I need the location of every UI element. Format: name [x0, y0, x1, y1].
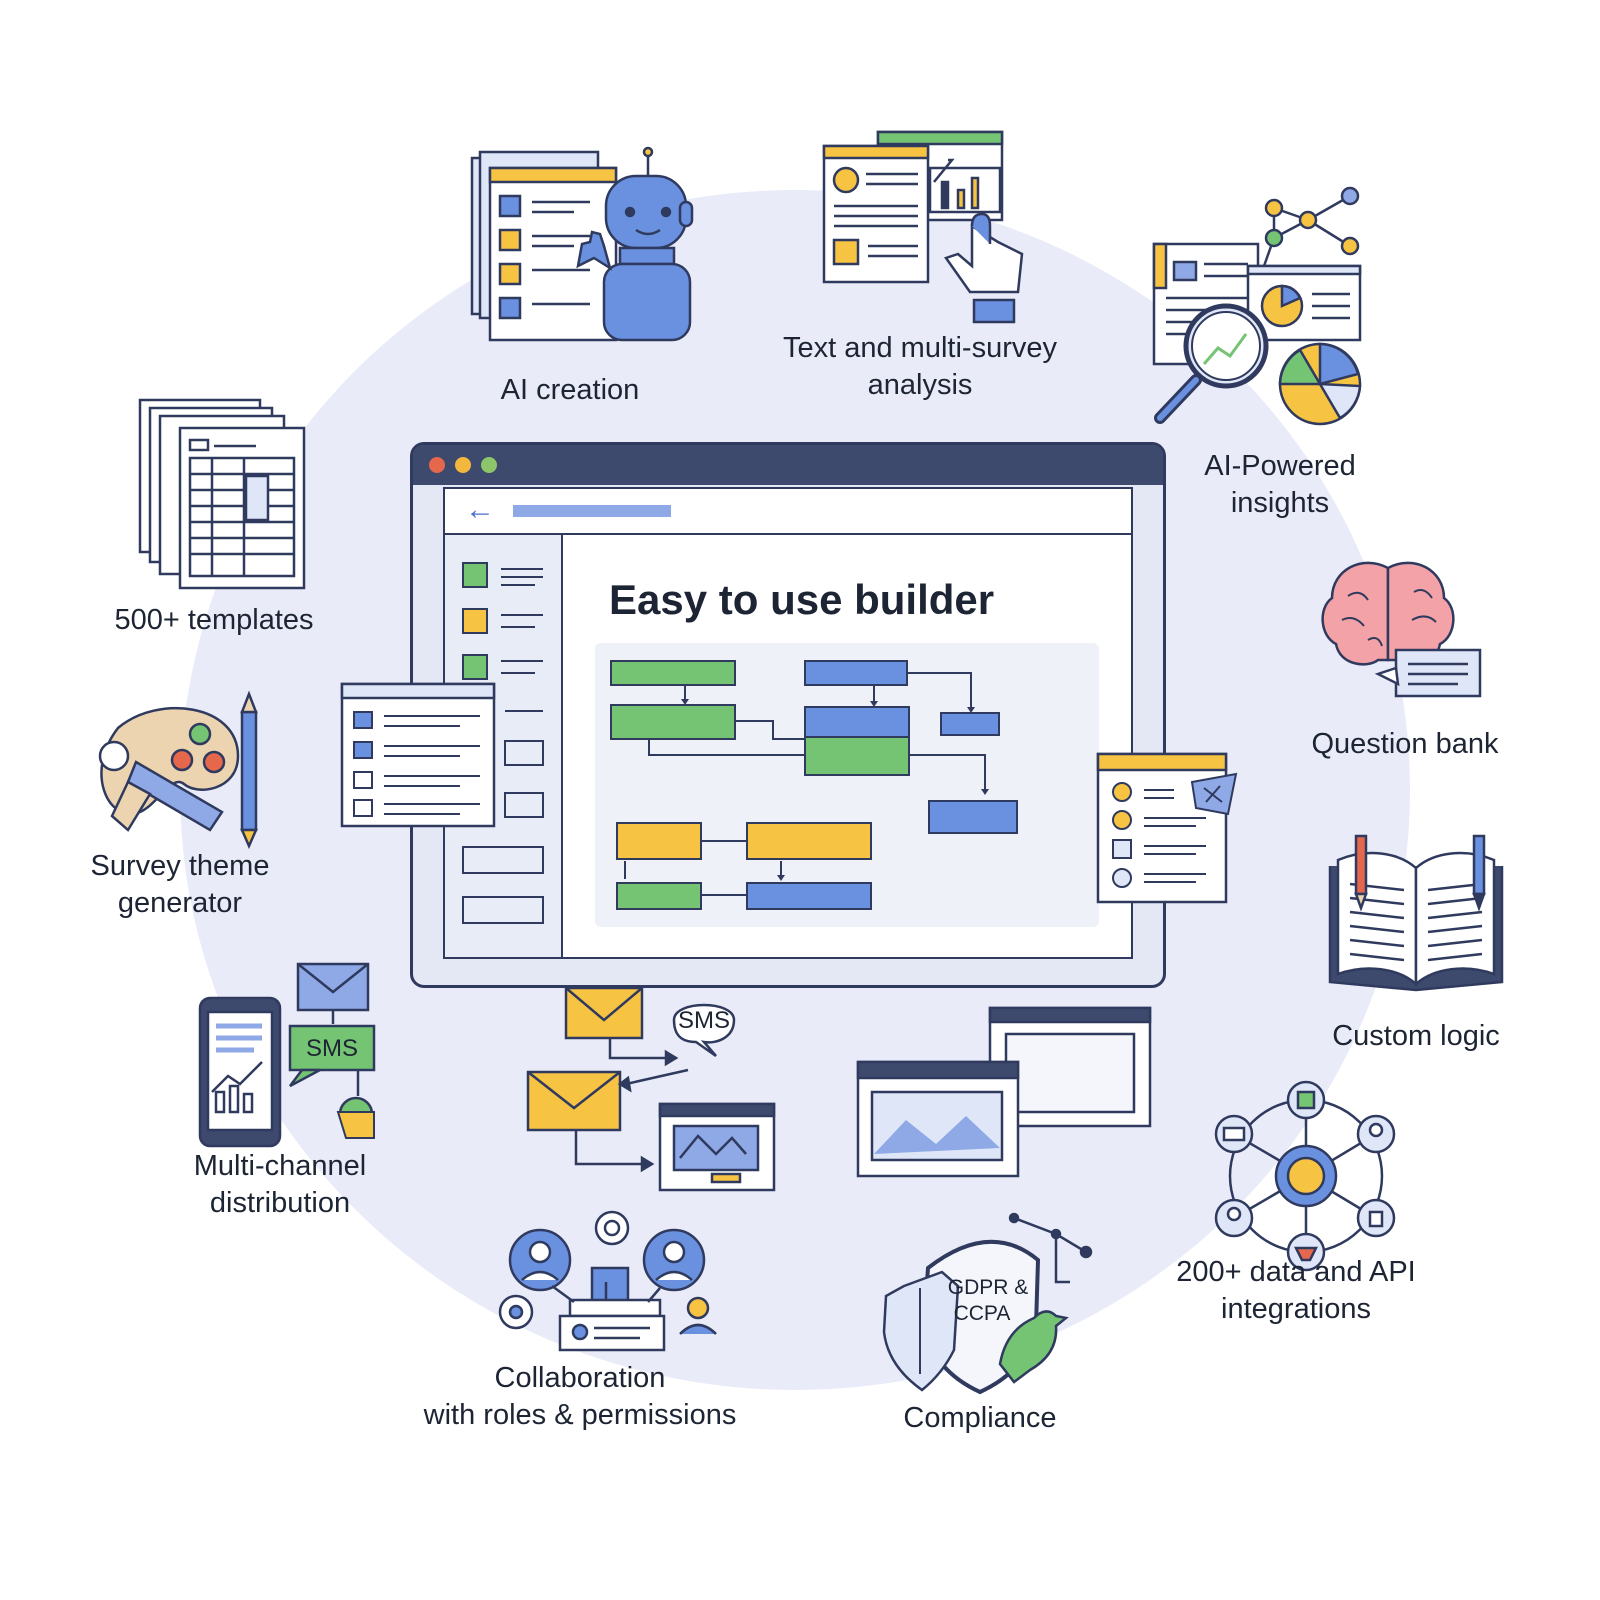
question-bank-label: Question bank	[1311, 728, 1499, 760]
templates-label: 500+ templates	[114, 604, 314, 636]
flow-block-yellow[interactable]	[746, 822, 872, 860]
question-card-icon	[1096, 752, 1238, 904]
sidebar-item-green-2[interactable]	[462, 654, 543, 680]
analysis-label: Text and multi-survey analysis	[783, 332, 1057, 401]
compliance-label: Compliance	[903, 1402, 1057, 1434]
templates-icon	[138, 398, 306, 590]
window-titlebar	[413, 445, 1163, 485]
sidebar-item-green[interactable]	[462, 562, 543, 588]
theme-generator-label: Survey theme generator	[90, 850, 270, 919]
custom-logic-label: Custom logic	[1332, 1020, 1500, 1052]
flow-blocks	[610, 660, 1018, 910]
flow-block-yellow[interactable]	[616, 822, 702, 860]
address-bar: ←	[443, 487, 1133, 533]
url-field[interactable]	[513, 505, 671, 517]
browser-windows-icon	[856, 1006, 1152, 1178]
ai-insights-label: AI-Powered insights	[1204, 450, 1356, 519]
distribution-label: Multi-channel distribution	[193, 1150, 367, 1219]
flow-block-green[interactable]	[616, 882, 702, 910]
sidebar-item-yellow[interactable]	[462, 608, 543, 634]
flow-block-blue[interactable]	[940, 712, 1000, 736]
collaboration-label: Collaboration with roles & permissions	[423, 1362, 737, 1431]
distribution-icon: SMS	[198, 962, 376, 1148]
sidebar-block[interactable]	[462, 846, 544, 874]
gdpr-text: GDPR &	[948, 1276, 1029, 1299]
sms-bubble-text: SMS	[678, 1007, 730, 1034]
flow-block-green[interactable]	[804, 736, 910, 776]
flow-block-green[interactable]	[610, 660, 736, 686]
flow-block-blue[interactable]	[746, 882, 872, 910]
window-maximize-dot[interactable]	[481, 457, 497, 473]
window-close-dot[interactable]	[429, 457, 445, 473]
collaboration-icon	[498, 1210, 717, 1352]
question-bank-icon	[1321, 561, 1482, 698]
channel-flow-icon: SMS	[526, 986, 776, 1192]
sidebar-block[interactable]	[504, 740, 544, 766]
compliance-icon: GDPR & CCPA	[882, 1212, 1093, 1395]
flow-block-green[interactable]	[610, 704, 736, 740]
flow-block-blue[interactable]	[804, 660, 908, 686]
ccpa-text: CCPA	[954, 1302, 1011, 1325]
sidebar-block[interactable]	[504, 792, 544, 818]
ai-insights-icon	[1152, 186, 1362, 426]
analysis-icon	[822, 130, 1024, 324]
ai-creation-label: AI creation	[500, 374, 640, 406]
builder-window: ←	[410, 442, 1166, 988]
back-arrow-icon[interactable]: ←	[465, 493, 495, 526]
builder-title: Easy to use builder	[609, 576, 995, 623]
sms-box-text: SMS	[306, 1035, 358, 1062]
builder-sidebar	[443, 533, 563, 959]
window-minimize-dot[interactable]	[455, 457, 471, 473]
ai-creation-icon	[470, 146, 694, 342]
builder-canvas: Easy to use builder	[563, 533, 1133, 959]
integrations-icon	[1214, 1080, 1396, 1272]
theme-generator-icon	[98, 690, 258, 850]
flow-diagram	[595, 643, 1099, 927]
sidebar-block[interactable]	[462, 896, 544, 924]
flow-block-blue[interactable]	[928, 800, 1018, 834]
integrations-label: 200+ data and API integrations	[1176, 1256, 1416, 1325]
flow-block-blue[interactable]	[804, 706, 910, 738]
sidebar-items	[462, 562, 544, 924]
custom-logic-icon	[1328, 834, 1504, 992]
form-card-icon	[340, 682, 496, 828]
